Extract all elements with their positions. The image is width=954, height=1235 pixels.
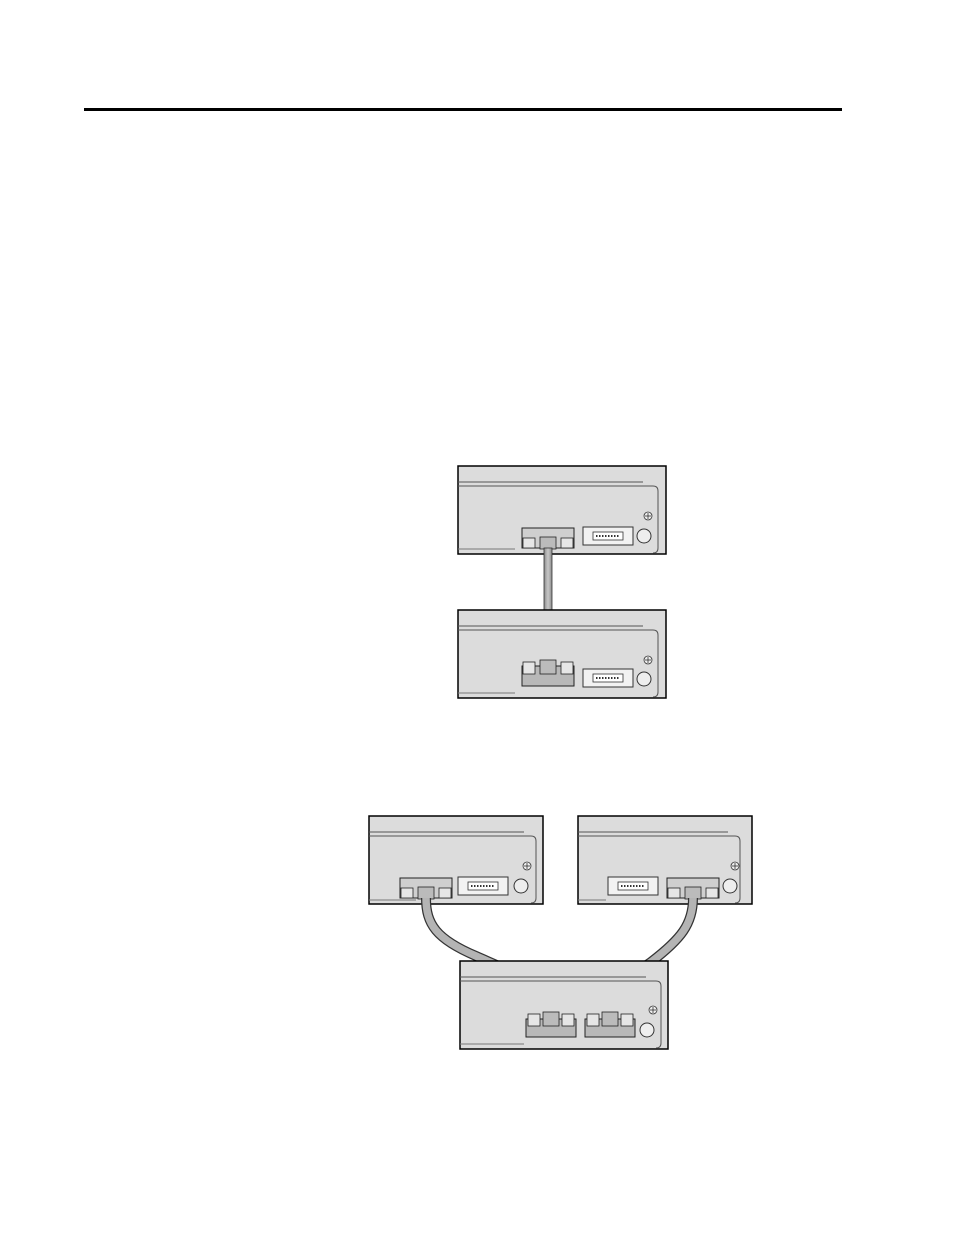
power-knob-icon: [637, 672, 651, 686]
header-rule: [84, 108, 842, 111]
power-knob-icon: [637, 529, 651, 543]
scsi-connector-icon: [400, 878, 452, 899]
scsi-connector-icon: [667, 878, 719, 899]
serial-port-icon: [608, 877, 658, 895]
unit-lower: [460, 961, 668, 1049]
figure-three-units: [366, 814, 756, 1052]
serial-port-icon: [458, 877, 508, 895]
scsi-connector-icon: [522, 528, 574, 549]
serial-port-icon: [583, 669, 633, 687]
unit-upper-right: [578, 816, 752, 904]
ground-screw-icon: [649, 1006, 657, 1014]
ground-screw-icon: [731, 862, 739, 870]
scsi-connector-icon: [522, 660, 574, 686]
power-knob-icon: [514, 879, 528, 893]
power-knob-icon: [640, 1023, 654, 1037]
unit-upper: [458, 466, 666, 554]
unit-lower: [458, 610, 666, 698]
ground-screw-icon: [523, 862, 531, 870]
ground-screw-icon: [644, 512, 652, 520]
figure-two-units: [455, 464, 669, 700]
scsi-connector-icon: [585, 1012, 635, 1037]
serial-port-icon: [583, 527, 633, 545]
power-knob-icon: [723, 879, 737, 893]
unit-upper-left: [369, 816, 543, 904]
scsi-connector-icon: [526, 1012, 576, 1037]
figure-three-units-drawing: [366, 814, 756, 1052]
figure-two-units-drawing: [455, 464, 669, 700]
ground-screw-icon: [644, 656, 652, 664]
